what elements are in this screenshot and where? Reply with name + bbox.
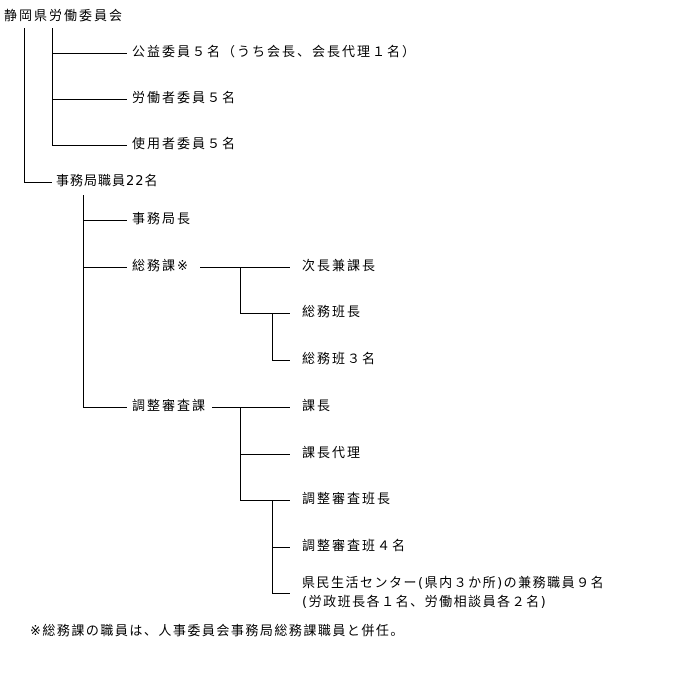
connector <box>52 28 53 146</box>
connector <box>240 454 290 455</box>
connector <box>272 360 290 361</box>
node-general-team-leader: 総務班長 <box>302 305 363 320</box>
node-general-team: 総務班３名 <box>302 352 378 367</box>
node-root: 静岡県労働委員会 <box>4 9 125 24</box>
node-life-center-line2: (労政班長各１名、労働相談員各２名) <box>302 595 548 610</box>
connector <box>272 593 290 594</box>
connector <box>272 547 290 548</box>
connector <box>240 500 290 501</box>
connector <box>52 145 127 146</box>
node-adjustment-team-leader: 調整審査班長 <box>302 492 393 507</box>
connector <box>83 407 127 408</box>
connector <box>212 407 290 408</box>
node-employer-members: 使用者委員５名 <box>132 137 238 152</box>
connector <box>272 313 273 360</box>
node-deputy-section-chief: 課長代理 <box>302 446 363 461</box>
connector <box>200 267 290 268</box>
node-secretary-general: 事務局長 <box>132 212 193 227</box>
connector <box>83 195 84 408</box>
node-public-members: 公益委員５名（うち会長、会長代理１名） <box>132 45 418 60</box>
node-general-affairs: 総務課※ <box>132 259 190 274</box>
connector <box>83 220 127 221</box>
node-life-center-line1: 県民生活センター(県内３か所)の兼務職員９名 <box>302 576 606 591</box>
connector <box>240 313 290 314</box>
node-section-chief: 課長 <box>302 399 333 414</box>
node-adjustment-team: 調整審査班４名 <box>302 539 408 554</box>
connector <box>52 53 127 54</box>
node-deputy-chief: 次長兼課長 <box>302 259 378 274</box>
node-adjustment: 調整審査課 <box>132 399 208 414</box>
node-secretariat: 事務局職員22名 <box>56 174 159 189</box>
connector <box>24 28 25 182</box>
connector <box>83 267 127 268</box>
footnote: ※総務課の職員は、人事委員会事務局総務課職員と併任。 <box>30 624 405 639</box>
node-worker-members: 労働者委員５名 <box>132 91 238 106</box>
connector <box>52 99 127 100</box>
connector <box>240 267 241 314</box>
connector <box>24 182 52 183</box>
